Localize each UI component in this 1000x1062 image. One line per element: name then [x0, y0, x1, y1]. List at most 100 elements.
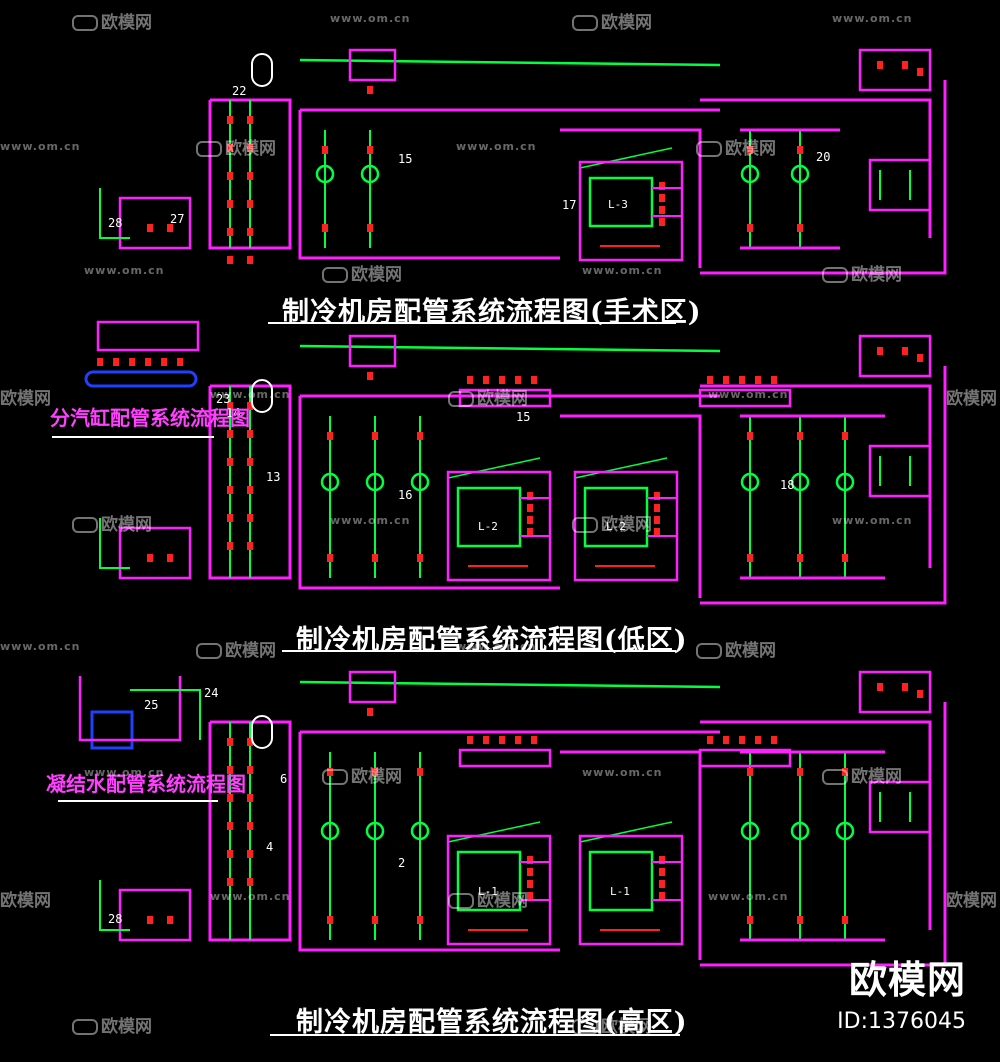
valve-marker: [771, 376, 777, 384]
watermark-url: www.om.cn: [582, 766, 663, 779]
valve-marker: [747, 916, 753, 924]
valve-marker: [367, 708, 373, 716]
chiller-label-high-a: L-1: [478, 885, 498, 898]
sofa-logo-icon: [696, 141, 722, 157]
valve-marker: [417, 432, 423, 440]
watermark: 欧模网: [72, 1012, 152, 1037]
valve-marker: [247, 228, 253, 236]
valve-marker: [917, 68, 923, 76]
item-number: 6: [280, 772, 288, 786]
watermark-url: www.om.cn: [210, 890, 291, 903]
valve-marker: [654, 492, 660, 500]
watermark-url: www.om.cn: [456, 140, 537, 153]
watermark-url: www.om.cn: [84, 766, 165, 779]
steam-header-subtitle: 分汽缸配管系统流程图: [50, 406, 250, 430]
item-number: 15: [398, 152, 413, 166]
valve-marker: [659, 856, 665, 864]
pump-icon: [410, 821, 430, 841]
item-number: 27: [170, 212, 185, 226]
valve-marker: [247, 486, 253, 494]
pump-loop-pipe: [208, 720, 292, 942]
manifold-header: [458, 748, 552, 768]
valve-marker: [747, 554, 753, 562]
valve-marker: [527, 516, 533, 524]
valve-marker: [227, 430, 233, 438]
cooling-tower-icon: [858, 334, 932, 378]
valve-marker: [531, 376, 537, 384]
valve-marker: [659, 892, 665, 900]
valve-marker: [227, 172, 233, 180]
valve-marker: [417, 916, 423, 924]
subtitle-underline: [58, 800, 218, 802]
steam-branch-frame: [96, 320, 200, 352]
valve-marker: [247, 430, 253, 438]
expansion-tank-icon: [251, 379, 273, 413]
valve-marker: [515, 736, 521, 744]
watermark-url: www.om.cn: [708, 890, 789, 903]
valve-marker: [527, 868, 533, 876]
item-number: 4: [266, 840, 274, 854]
valve-marker: [527, 880, 533, 888]
cooling-tower-icon: [858, 670, 932, 714]
valve-marker: [877, 61, 883, 69]
valve-marker: [227, 738, 233, 746]
valve-marker: [367, 86, 373, 94]
item-number: 24: [204, 686, 219, 700]
softener-tank-icon: [348, 670, 397, 704]
valve-marker: [227, 256, 233, 264]
watermark: 欧模网: [72, 510, 152, 535]
valve-marker: [877, 683, 883, 691]
makeup-water-pipe: [299, 680, 721, 689]
valve-marker: [227, 850, 233, 858]
valve-marker: [247, 402, 253, 410]
watermark: 欧模网: [448, 384, 528, 409]
valve-marker: [247, 256, 253, 264]
valve-marker: [227, 766, 233, 774]
watermark: 欧模网: [72, 8, 152, 33]
valve-marker: [247, 514, 253, 522]
watermark-url: www.om.cn: [0, 140, 81, 153]
chiller-label-surgery: L-3: [608, 198, 628, 211]
item-number: 25: [144, 698, 159, 712]
watermark-url: www.om.cn: [210, 388, 291, 401]
pump-icon: [740, 821, 760, 841]
valve-marker: [227, 514, 233, 522]
valve-marker: [227, 794, 233, 802]
chiller-unit: [456, 486, 522, 548]
watermark-url: www.om.cn: [832, 12, 913, 25]
valve-marker: [659, 182, 665, 190]
softener-tank-icon: [348, 48, 397, 82]
valve-marker: [227, 200, 233, 208]
watermark-url: www.om.cn: [0, 640, 81, 653]
valve-marker: [247, 172, 253, 180]
expansion-tank-icon: [251, 53, 273, 87]
chiller-label-low-b: L-2: [606, 520, 626, 533]
sofa-logo-icon: [72, 517, 98, 533]
item-number: 22: [232, 84, 247, 98]
valve-marker: [527, 892, 533, 900]
valve-marker: [467, 736, 473, 744]
valve-marker: [322, 146, 328, 154]
valve-marker: [515, 376, 521, 384]
pump-branch-pipe: [99, 518, 130, 569]
watermark-url: www.om.cn: [84, 264, 165, 277]
chiller-room-frame: [578, 160, 684, 262]
pump-branch-pipe: [99, 188, 130, 239]
sofa-logo-icon: [322, 769, 348, 785]
valve-marker: [372, 768, 378, 776]
valve-marker: [917, 354, 923, 362]
chiller-label-high-b: L-1: [610, 885, 630, 898]
main-pipe: [700, 720, 932, 930]
leader-line: [579, 147, 673, 169]
condensate-subtitle: 凝结水配管系统流程图: [46, 772, 246, 796]
leader-line: [579, 821, 673, 843]
cooling-tower-icon: [858, 48, 932, 92]
leader-line: [447, 821, 541, 843]
valve-marker: [247, 542, 253, 550]
watermark: 欧模网: [0, 389, 51, 409]
valve-marker: [527, 856, 533, 864]
valve-marker: [247, 200, 253, 208]
valve-marker: [707, 376, 713, 384]
